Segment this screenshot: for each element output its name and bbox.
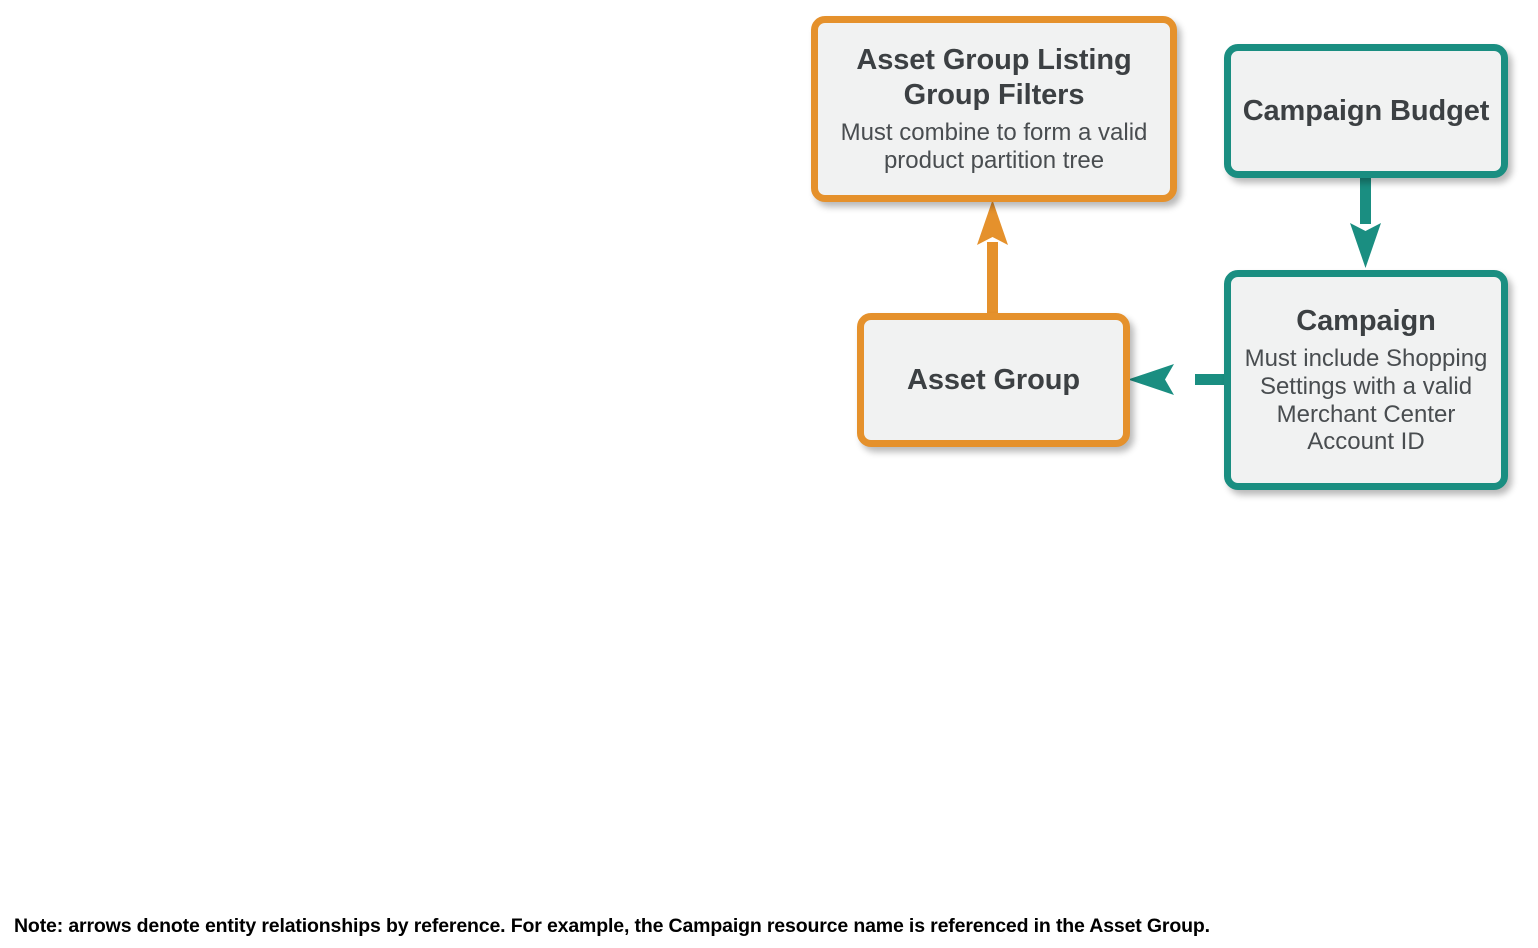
arrow-campaign-budget-to-campaign (1350, 176, 1381, 268)
node-asset-group[interactable]: Asset Group (857, 313, 1130, 447)
node-title: Asset Group (907, 363, 1080, 396)
node-title: Campaign (1296, 304, 1436, 337)
node-campaign[interactable]: Campaign Must include Shopping Settings … (1224, 270, 1508, 490)
diagram-footer-note: Note: arrows denote entity relationships… (14, 915, 1210, 937)
node-campaign-budget[interactable]: Campaign Budget (1224, 44, 1508, 178)
arrow-asset-group-to-listing-group-filters (977, 200, 1008, 317)
node-subtitle: Must include Shopping Settings with a va… (1244, 344, 1488, 456)
arrow-campaign-to-asset-group (1128, 364, 1230, 395)
node-subtitle: Must combine to form a valid product par… (840, 118, 1148, 174)
node-asset-group-listing-group-filters[interactable]: Asset Group Listing Group Filters Must c… (811, 16, 1177, 202)
node-title: Campaign Budget (1242, 94, 1490, 127)
node-title: Asset Group Listing Group Filters (856, 44, 1132, 111)
